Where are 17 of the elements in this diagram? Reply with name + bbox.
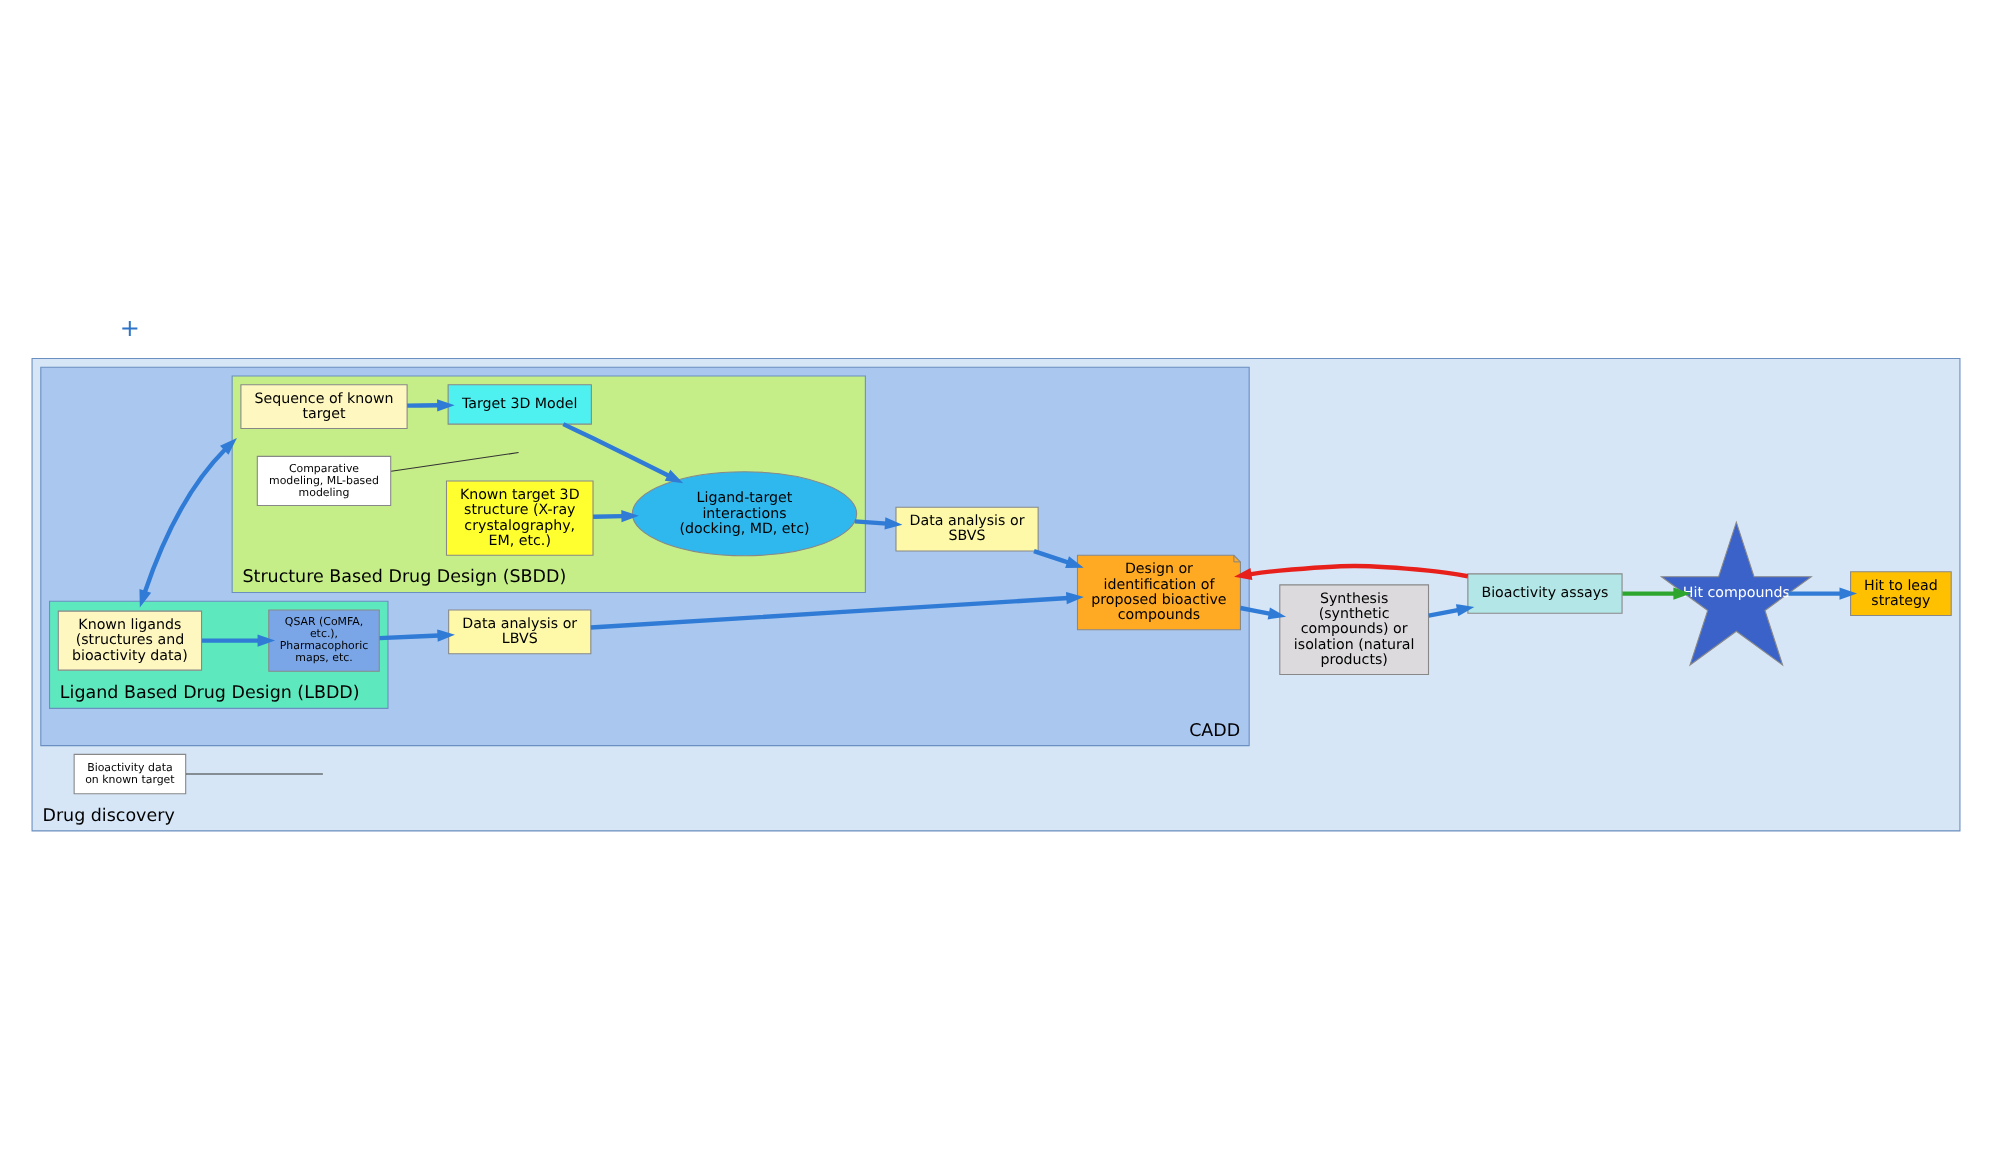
arrow	[593, 510, 639, 523]
arrow	[201, 634, 276, 647]
arrow	[590, 592, 1084, 630]
arrow	[562, 422, 684, 484]
arrow	[379, 629, 455, 642]
arrow	[139, 438, 237, 608]
arrow	[854, 517, 903, 530]
arrow	[1234, 563, 1469, 581]
arrow	[407, 399, 455, 412]
connector	[185, 773, 324, 775]
arrow	[1033, 549, 1084, 568]
label: +	[119, 314, 140, 343]
connector	[390, 452, 520, 472]
arrow	[1428, 604, 1475, 618]
arrow	[1240, 605, 1286, 620]
arrow	[1622, 587, 1691, 600]
arrow	[1788, 587, 1858, 600]
